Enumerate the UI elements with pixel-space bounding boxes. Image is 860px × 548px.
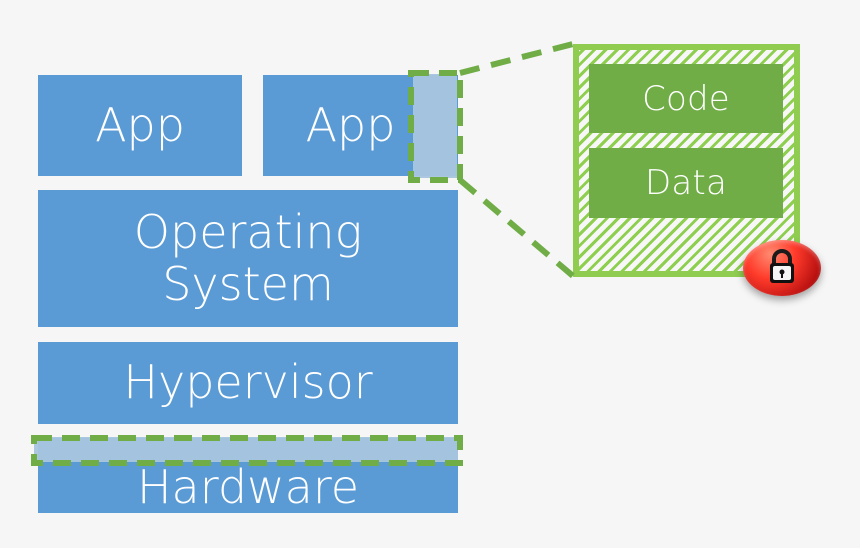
app-layer-left: App <box>38 75 242 176</box>
connector-top <box>459 41 574 76</box>
app-layer-right: App <box>263 75 458 176</box>
lock-icon <box>770 249 794 283</box>
enclave-data-box: Data <box>589 148 783 218</box>
app-right-label: App <box>305 97 396 152</box>
hypervisor-layer: Hypervisor <box>38 342 458 424</box>
hardware-layer: Hardware <box>38 438 458 513</box>
hardware-label: Hardware <box>136 459 360 514</box>
connector-bottom <box>458 177 575 279</box>
enclave-code-label: Code <box>642 78 730 119</box>
lock-badge <box>743 240 821 296</box>
app-left-label: App <box>95 97 185 152</box>
operating-system-layer: Operating System <box>38 190 458 327</box>
operating-system-label: Operating System <box>133 204 363 311</box>
hypervisor-label: Hypervisor <box>123 355 373 410</box>
enclave-data-label: Data <box>645 163 727 203</box>
enclave-code-box: Code <box>589 64 783 133</box>
